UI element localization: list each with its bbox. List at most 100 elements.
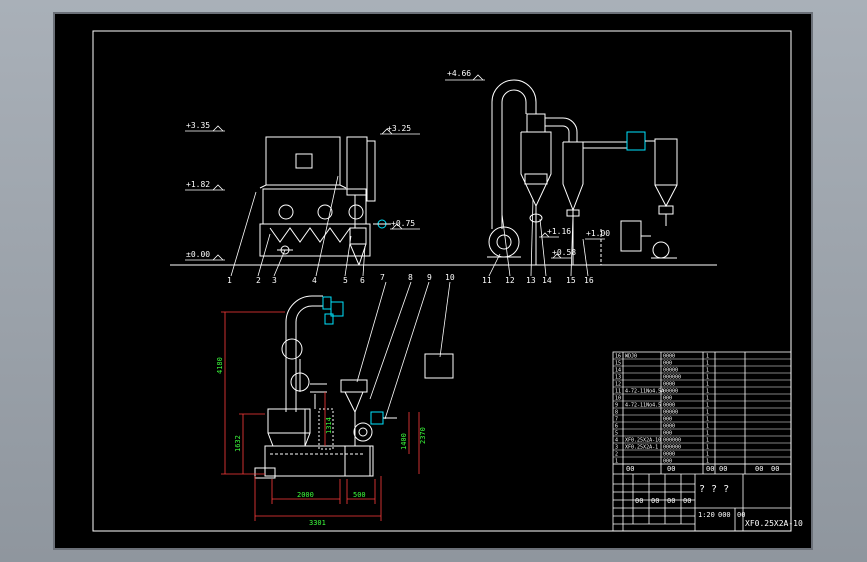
header-cell-3: 00 bbox=[706, 465, 714, 473]
title-block-frame bbox=[612, 351, 792, 532]
header-cell-6: 00 bbox=[771, 465, 779, 473]
parts-cell-name: 000 bbox=[663, 396, 672, 402]
dimension-lines bbox=[221, 311, 420, 521]
dim-1632: 1632 bbox=[234, 435, 242, 452]
bed-body bbox=[262, 188, 367, 225]
parts-cell-name: 000 bbox=[663, 417, 672, 423]
callout-5: 5 bbox=[343, 276, 348, 285]
parts-cell-qty: 1 bbox=[706, 410, 709, 416]
dim-1400: 1400 bbox=[400, 433, 408, 450]
plan-view bbox=[254, 295, 454, 479]
callout-8: 8 bbox=[408, 273, 413, 282]
title-block bbox=[612, 351, 792, 532]
dryer-front-view bbox=[170, 136, 717, 266]
parts-cell-qty: 1 bbox=[706, 403, 709, 409]
drawing-number: XF0.25X2A-10 bbox=[745, 519, 803, 528]
callout-3: 3 bbox=[272, 276, 277, 285]
parts-cell-no: 11 bbox=[615, 389, 621, 395]
callouts: 1 2 3 4 5 6 7 8 9 10 11 12 13 14 15 16 bbox=[227, 273, 594, 285]
parts-cell-qty: 1 bbox=[706, 431, 709, 437]
callout-15: 15 bbox=[566, 276, 576, 285]
parts-cell-no: 10 bbox=[615, 396, 621, 402]
parts-cell-no: 12 bbox=[615, 382, 621, 388]
callout-6: 6 bbox=[360, 276, 365, 285]
fan-wheel-b bbox=[317, 204, 333, 220]
callout-10: 10 bbox=[445, 273, 455, 282]
parts-cell-qty: 1 bbox=[706, 417, 709, 423]
parts-cell-qty: 1 bbox=[706, 354, 709, 360]
drawing-canvas: +3.35 +1.82 ±0.00 +3.25 +0.75 bbox=[92, 30, 803, 532]
dimension-text: 4180 1632 1314 1400 2370 2000 500 3301 bbox=[216, 357, 427, 527]
parts-cell-name: 0000 bbox=[663, 382, 675, 388]
parts-cell-qty: 1 bbox=[706, 445, 709, 451]
elev-075: +0.75 bbox=[391, 219, 415, 228]
callout-7: 7 bbox=[380, 273, 385, 282]
exhaust-fan bbox=[652, 241, 670, 259]
title-block-text: 00 00 00 00 00 00 ? ? ? 1:20 000 00 XF0.… bbox=[626, 465, 803, 528]
cyclone-1-top bbox=[526, 113, 546, 133]
header-cell-2: 00 bbox=[667, 465, 675, 473]
plan-base bbox=[264, 445, 371, 477]
parts-cell-code: WDJ0 bbox=[625, 354, 637, 360]
parts-cell-code: XF0.25X2A-1 bbox=[625, 445, 658, 451]
elev-325: +3.25 bbox=[387, 124, 411, 133]
parts-cell-name: 00000 bbox=[663, 410, 678, 416]
parts-cell-name: 000 bbox=[663, 459, 672, 465]
callout-13: 13 bbox=[526, 276, 536, 285]
elevation-markers-side bbox=[445, 74, 605, 259]
elev-116: +1.16 bbox=[547, 227, 571, 236]
drawing-title: ? ? ? bbox=[699, 484, 729, 495]
parts-cell-qty: 1 bbox=[706, 438, 709, 444]
parts-cell-code: 4-72-11No4.5 bbox=[625, 403, 661, 409]
callout-1: 1 bbox=[227, 276, 232, 285]
hood-base bbox=[259, 184, 347, 189]
parts-cell-qty: 1 bbox=[706, 459, 709, 465]
parts-cell-qty: 1 bbox=[706, 375, 709, 381]
parts-cell-name: 0000 bbox=[663, 424, 675, 430]
parts-cell-qty: 1 bbox=[706, 424, 709, 430]
sight-window bbox=[295, 153, 313, 169]
hopper-cones bbox=[269, 227, 351, 243]
parts-cell-no: 1 bbox=[615, 459, 618, 465]
dim-4180: 4180 bbox=[216, 357, 224, 374]
plan-duct bbox=[295, 305, 323, 412]
u-duct-outer bbox=[491, 79, 537, 229]
control-box bbox=[424, 353, 454, 379]
parts-cell-name: 000 bbox=[663, 361, 672, 367]
parts-cell-name: 0000 bbox=[663, 452, 675, 458]
parts-cell-no: 9 bbox=[615, 403, 618, 409]
parts-cell-no: 8 bbox=[615, 410, 618, 416]
dim-2370: 2370 bbox=[419, 427, 427, 444]
header-cell-5: 00 bbox=[755, 465, 763, 473]
parts-cell-name: 0000 bbox=[663, 403, 675, 409]
parts-cell-no: 5 bbox=[615, 431, 618, 437]
inner-frame bbox=[92, 30, 792, 532]
callout-4: 4 bbox=[312, 276, 317, 285]
dim-2000: 2000 bbox=[297, 491, 314, 499]
parts-cell-no: 7 bbox=[615, 417, 618, 423]
parts-cell-no: 15 bbox=[615, 361, 621, 367]
parts-cell-no: 2 bbox=[615, 452, 618, 458]
fan-wheel-a bbox=[278, 204, 294, 220]
leader-lines bbox=[230, 175, 589, 420]
rev-cell-1: 00 bbox=[635, 497, 643, 505]
callout-9: 9 bbox=[427, 273, 432, 282]
parts-cell-no: 14 bbox=[615, 368, 621, 374]
parts-cell-no: 13 bbox=[615, 375, 621, 381]
elev-182: +1.82 bbox=[186, 180, 210, 189]
parts-cell-qty: 1 bbox=[706, 452, 709, 458]
parts-cell-name: 00000 bbox=[663, 368, 678, 374]
parts-cell-qty: 1 bbox=[706, 368, 709, 374]
parts-cell-qty: 1 bbox=[706, 396, 709, 402]
column bbox=[346, 136, 368, 196]
parts-cell-qty: 1 bbox=[706, 389, 709, 395]
callout-11: 11 bbox=[482, 276, 492, 285]
parts-cell-no: 16 bbox=[615, 354, 621, 360]
elev-058: +0.58 bbox=[552, 248, 576, 257]
rev-cell-4: 00 bbox=[683, 497, 691, 505]
elev-000: ±0.00 bbox=[186, 250, 210, 259]
cyclone-2-body bbox=[562, 141, 584, 212]
parts-cell-name: 000 bbox=[663, 431, 672, 437]
rev-cell-2: 00 bbox=[651, 497, 659, 505]
